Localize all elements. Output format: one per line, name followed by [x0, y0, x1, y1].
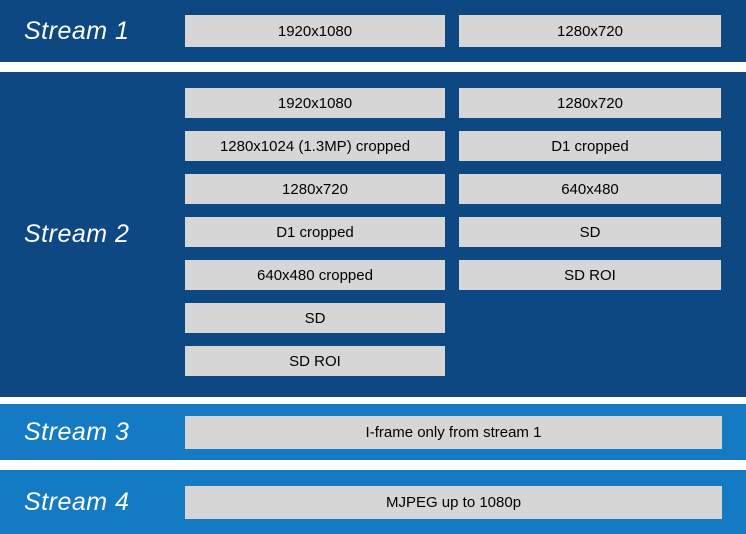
resolution-box-1920x1080: 1920x1080: [185, 88, 445, 118]
stream-4-label: Stream 4: [24, 487, 130, 516]
stream-2-label: Stream 2: [24, 220, 130, 248]
resolution-box-sd: SD: [459, 217, 721, 247]
resolution-box-iframe-only: I-frame only from stream 1: [185, 416, 722, 449]
resolution-box-sd-roi: SD ROI: [185, 346, 445, 376]
stream-1-label: Stream 1: [24, 16, 130, 45]
resolution-box-1280x1024-cropped: 1280x1024 (1.3MP) cropped: [185, 131, 445, 161]
resolution-box-640x480: 640x480: [459, 174, 721, 204]
resolution-box-sd-roi: SD ROI: [459, 260, 721, 290]
resolution-box-1280x720: 1280x720: [459, 88, 721, 118]
stream-2-band: Stream 2 1920x1080 1280x1024 (1.3MP) cro…: [0, 72, 746, 397]
stream-3-label: Stream 3: [24, 417, 130, 446]
stream-4-band: Stream 4 MJPEG up to 1080p: [0, 470, 746, 534]
resolution-box-1280x720: 1280x720: [185, 174, 445, 204]
stream-1-band: Stream 1 1920x1080 1280x720: [0, 0, 746, 62]
resolution-box-mjpeg: MJPEG up to 1080p: [185, 486, 722, 519]
resolution-box-d1-cropped: D1 cropped: [185, 217, 445, 247]
resolution-box-1280x720: 1280x720: [459, 15, 721, 47]
stream-3-band: Stream 3 I-frame only from stream 1: [0, 404, 746, 460]
resolution-box-1920x1080: 1920x1080: [185, 15, 445, 47]
resolution-box-640x480-cropped: 640x480 cropped: [185, 260, 445, 290]
resolution-box-sd: SD: [185, 303, 445, 333]
resolution-box-d1-cropped: D1 cropped: [459, 131, 721, 161]
